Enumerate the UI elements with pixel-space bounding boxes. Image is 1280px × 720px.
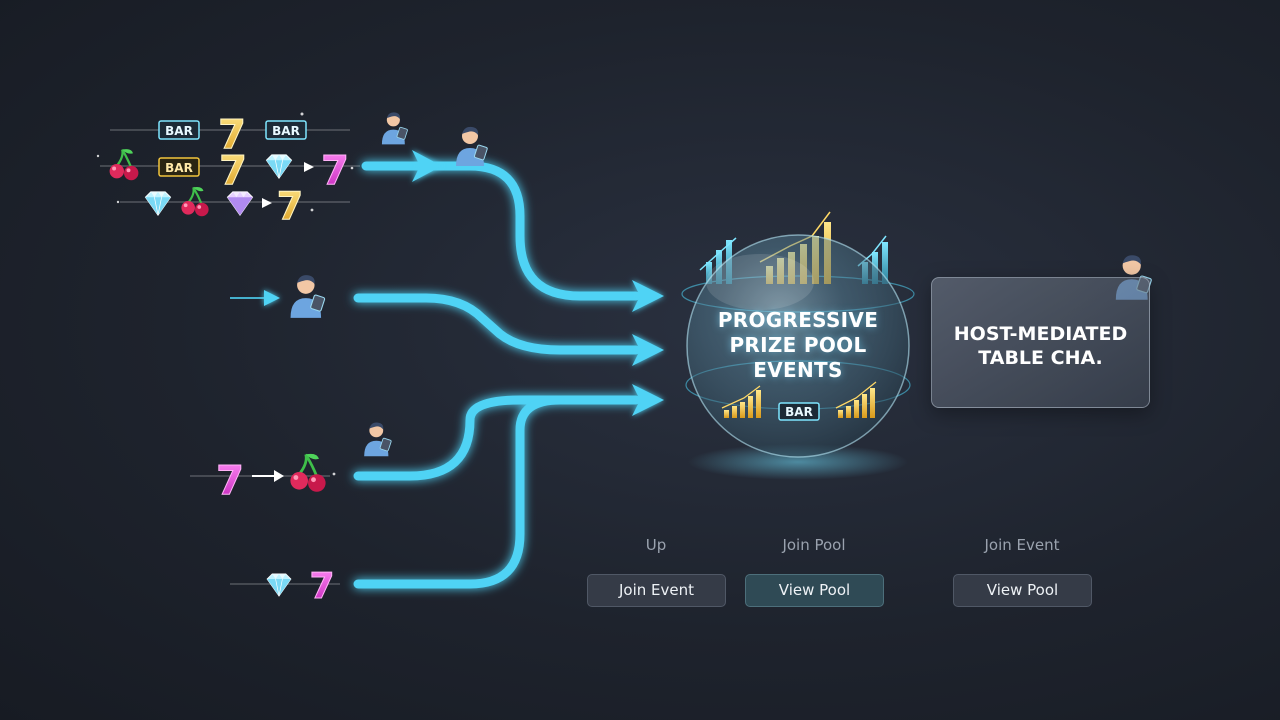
seven-icon: 7 bbox=[219, 148, 247, 194]
svg-text:BAR: BAR bbox=[785, 405, 813, 419]
prize-pool-sphere: BAR bbox=[681, 211, 915, 480]
diamond-icon bbox=[144, 191, 172, 216]
arrow-icon bbox=[632, 384, 664, 416]
svg-text:BAR: BAR bbox=[165, 161, 193, 175]
player-icon bbox=[289, 274, 326, 319]
svg-text:BAR: BAR bbox=[165, 124, 193, 138]
sparkles bbox=[96, 112, 354, 476]
flow-lines bbox=[353, 161, 641, 589]
player-icon bbox=[381, 111, 409, 145]
host-card-title: HOST-MEDIATED TABLE CHA. bbox=[953, 323, 1128, 369]
symbol-row-5: 7 bbox=[230, 566, 340, 608]
bar-icon: BAR bbox=[778, 402, 820, 421]
view-pool-button-secondary[interactable]: View Pool bbox=[953, 574, 1092, 607]
seven-icon: 7 bbox=[321, 148, 349, 194]
flow-line-lower-mid bbox=[353, 395, 641, 481]
seven-icon: 7 bbox=[309, 566, 334, 607]
svg-text:BAR: BAR bbox=[272, 124, 300, 138]
sphere-bar-chart-bottom bbox=[721, 381, 877, 418]
column-label-join-pool: Join Pool bbox=[782, 536, 846, 554]
bar-icon: BAR bbox=[265, 120, 307, 140]
bar-icon: BAR bbox=[158, 157, 200, 177]
column-label-up: Up bbox=[645, 536, 667, 554]
diamond-icon bbox=[226, 191, 254, 216]
arrow-icon bbox=[632, 280, 664, 312]
join-event-button[interactable]: Join Event bbox=[587, 574, 726, 607]
seven-icon: 7 bbox=[218, 112, 246, 158]
flow-line-top bbox=[361, 161, 641, 301]
symbol-row-4: 7 bbox=[190, 452, 330, 505]
symbol-row-3: 7 bbox=[120, 184, 350, 229]
player-icon bbox=[363, 422, 392, 457]
symbol-row-2: BAR 7 7 bbox=[100, 148, 360, 195]
column-label-join-event: Join Event bbox=[984, 536, 1060, 554]
seven-icon: 7 bbox=[216, 458, 244, 504]
player-icon bbox=[455, 126, 489, 167]
seven-icon: 7 bbox=[277, 184, 303, 228]
flow-line-bottom bbox=[353, 395, 565, 589]
arrow-icon bbox=[412, 150, 442, 182]
hub-title: PROGRESSIVE PRIZE POOL EVENTS bbox=[717, 308, 879, 382]
cherry-icon bbox=[289, 452, 327, 494]
bar-icon: BAR bbox=[158, 120, 200, 140]
cherry-icon bbox=[108, 148, 140, 182]
arrow-icon bbox=[264, 290, 280, 306]
flow-line-upper-mid bbox=[353, 293, 641, 355]
host-mediated-card: HOST-MEDIATED TABLE CHA. bbox=[931, 277, 1150, 408]
view-pool-button[interactable]: View Pool bbox=[745, 574, 884, 607]
arrow-heads bbox=[264, 150, 664, 416]
arrow-icon bbox=[632, 334, 664, 366]
symbol-row-1: BAR 7 BAR bbox=[110, 112, 350, 159]
